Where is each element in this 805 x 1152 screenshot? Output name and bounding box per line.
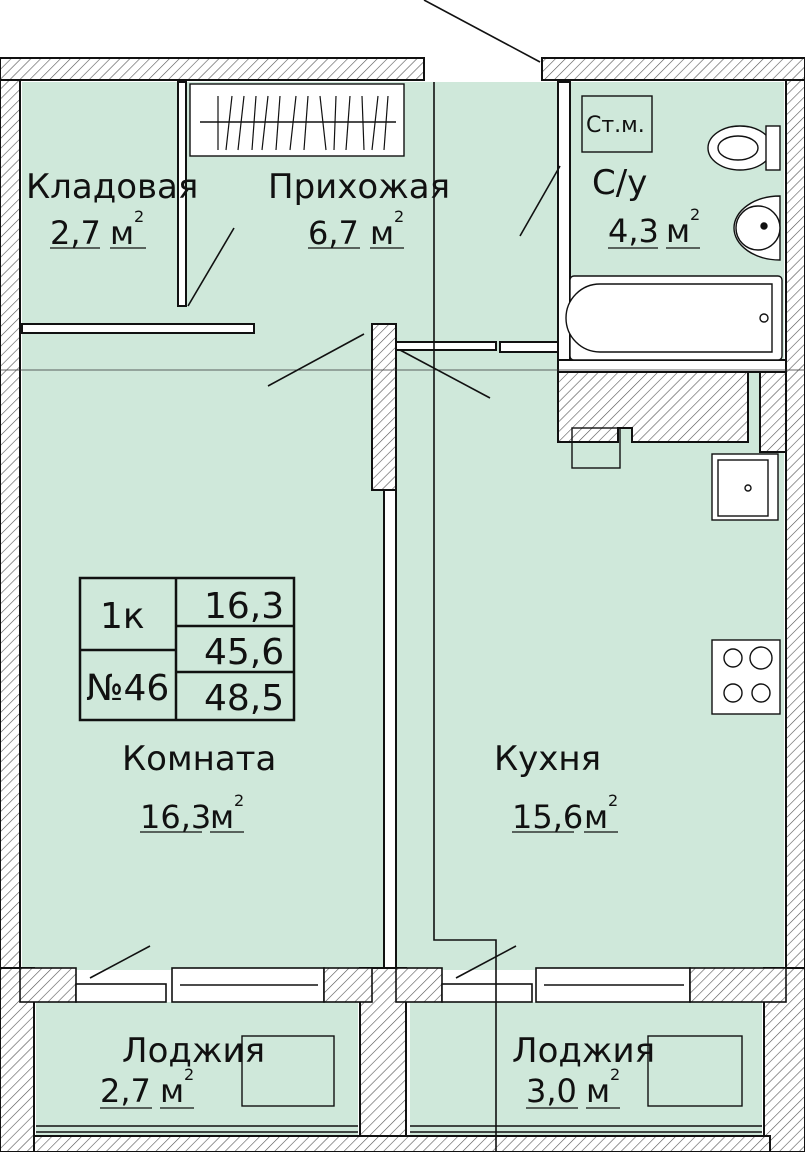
sink-icon — [733, 195, 781, 261]
area-underlines — [50, 247, 700, 1109]
loggia-windows — [36, 1125, 762, 1133]
loggia-left-unit-power: 2 — [184, 1065, 194, 1084]
wardrobe — [189, 83, 405, 157]
floor-areas — [22, 82, 784, 1136]
kitchen-area: 15,6 — [512, 798, 583, 836]
stove-icon — [711, 639, 781, 715]
bathtub-icon — [565, 275, 783, 361]
bottom-wall — [33, 1135, 771, 1152]
loggia-left-floor — [36, 1002, 358, 1136]
storage-unit: м — [110, 214, 134, 252]
toilet-icon — [707, 125, 781, 171]
loggia-boxes — [241, 1035, 743, 1107]
shaft — [371, 323, 397, 491]
living-area: 16,3 — [140, 798, 211, 836]
left-wall — [0, 79, 21, 969]
apartment-number: №46 — [86, 668, 169, 709]
riser-label: Ст.м. — [586, 113, 645, 138]
bathroom-name: С/у — [592, 163, 647, 203]
storage-bottom-wall — [21, 323, 255, 334]
total-area: 45,6 — [204, 632, 284, 673]
storage-area: 2,7 — [50, 214, 101, 252]
kitchen-name: Кухня — [494, 739, 601, 779]
right-wall — [785, 79, 805, 969]
apartment-floor — [22, 82, 784, 970]
hallway-area: 6,7 — [308, 214, 359, 252]
kitchen-fixtures — [571, 427, 781, 715]
loggia-right-name: Лоджия — [512, 1031, 655, 1071]
loggia-left-unit: м — [160, 1072, 184, 1110]
storage-wall — [177, 81, 187, 307]
storage-unit-power: 2 — [134, 207, 144, 226]
total-area-with-loggia: 48,5 — [204, 678, 284, 719]
hallway-unit-power: 2 — [394, 207, 404, 226]
living-kitchen-partition — [383, 489, 397, 969]
balcony-wall — [19, 945, 787, 1003]
top-wall-right — [541, 57, 805, 81]
interior-walls — [21, 81, 787, 969]
duct-block — [557, 371, 749, 443]
bath-left-stub — [499, 341, 563, 353]
loggia-left-name: Лоджия — [122, 1031, 265, 1071]
hall-kitchen-wall — [395, 341, 497, 351]
top-wall-left — [0, 57, 425, 81]
hallway-unit: м — [370, 214, 394, 252]
fridge-icon — [571, 427, 621, 469]
bathroom-fixtures — [565, 95, 783, 361]
living-name: Комната — [122, 739, 276, 779]
loggia-left-area: 2,7 — [100, 1072, 151, 1110]
apartment-type: 1к — [100, 596, 145, 637]
living-unit: м — [210, 798, 234, 836]
loggia-right-area: 3,0 — [526, 1072, 577, 1110]
loggia-right-unit: м — [586, 1072, 610, 1110]
living-area-total: 16,3 — [204, 586, 284, 627]
storage-name: Кладовая — [26, 167, 198, 207]
hallway-name: Прихожая — [268, 167, 450, 207]
living-unit-power: 2 — [234, 791, 244, 810]
door-swings — [187, 165, 561, 399]
bathroom-area: 4,3 — [608, 212, 659, 250]
kitchen-unit: м — [584, 798, 608, 836]
bathroom-unit: м — [666, 212, 690, 250]
summary-table — [78, 576, 296, 722]
kitchen-unit-power: 2 — [608, 791, 618, 810]
loggia-right-floor — [410, 1002, 762, 1136]
loggia-right-unit-power: 2 — [610, 1065, 620, 1084]
riser-box — [581, 95, 653, 153]
kitchen-sink-icon — [711, 453, 779, 521]
bathroom-unit-power: 2 — [690, 205, 700, 224]
